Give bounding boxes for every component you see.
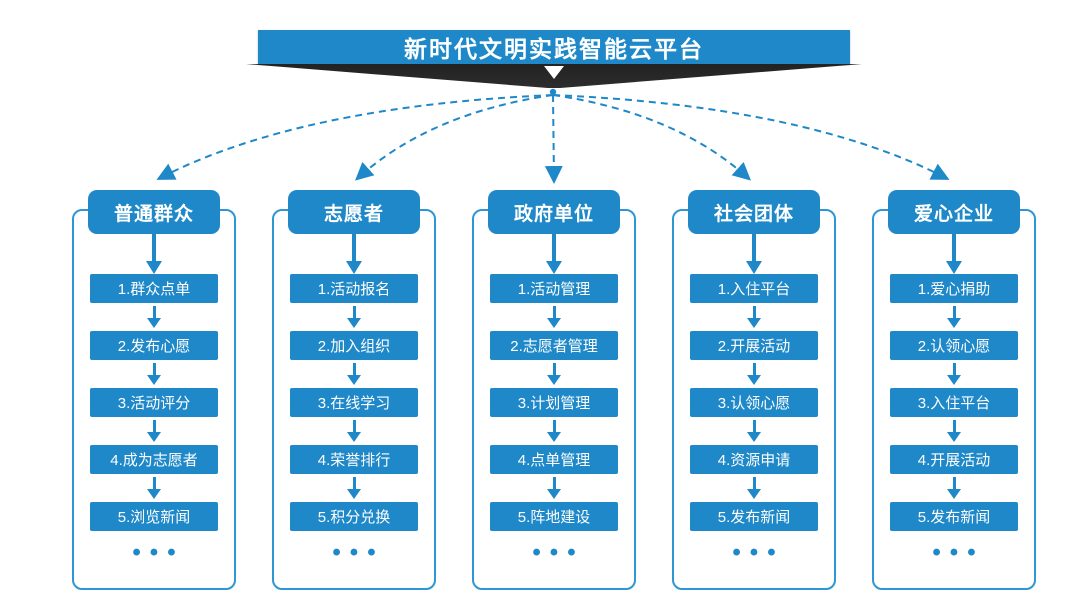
step-box: 4.开展活动 — [890, 445, 1018, 474]
step-box: 5.阵地建设 — [490, 502, 618, 531]
role-header: 普通群众 — [88, 190, 220, 234]
step-flow: 1.群众点单 2.发布心愿 3.活动评分 4.成为志愿者 5.浏览新闻 ••• — [74, 211, 234, 565]
step-box: 1.入住平台 — [690, 274, 818, 303]
step-box: 4.点单管理 — [490, 445, 618, 474]
role-header: 爱心企业 — [888, 190, 1020, 234]
platform-title-banner: 新时代文明实践智能云平台 — [258, 30, 850, 64]
arrow-down-icon — [946, 234, 962, 274]
step-box: 3.活动评分 — [90, 388, 218, 417]
role-column-social-group: 社会团体 1.入住平台 2.开展活动 3.认领心愿 4.资源申请 5.发布新闻 … — [672, 190, 836, 590]
step-box: 5.积分兑换 — [290, 502, 418, 531]
down-arrow-icon — [544, 66, 564, 79]
arrow-down-icon — [147, 477, 161, 499]
step-box: 1.群众点单 — [90, 274, 218, 303]
arrow-down-icon — [147, 363, 161, 385]
step-box: 3.计划管理 — [490, 388, 618, 417]
ellipsis-dots: ••• — [132, 539, 185, 566]
arrow-down-icon — [747, 477, 761, 499]
arrow-down-icon — [947, 363, 961, 385]
arrow-down-icon — [147, 420, 161, 442]
arrow-down-icon — [347, 477, 361, 499]
arrow-down-icon — [547, 306, 561, 328]
arrow-down-icon — [547, 477, 561, 499]
connector-curve — [156, 94, 554, 180]
role-column-general-public: 普通群众 1.群众点单 2.发布心愿 3.活动评分 4.成为志愿者 5.浏览新闻… — [72, 190, 236, 590]
ellipsis-dots: ••• — [932, 539, 985, 566]
role-column-caring-enterprise: 爱心企业 1.爱心捐助 2.认领心愿 3.入住平台 4.开展活动 5.发布新闻 … — [872, 190, 1036, 590]
arrow-down-icon — [347, 306, 361, 328]
arrow-down-icon — [947, 420, 961, 442]
step-box: 4.成为志愿者 — [90, 445, 218, 474]
connector-curve — [544, 94, 563, 184]
step-box: 1.活动报名 — [290, 274, 418, 303]
step-box: 4.资源申请 — [690, 445, 818, 474]
arrow-down-icon — [347, 363, 361, 385]
step-box: 2.发布心愿 — [90, 331, 218, 360]
ellipsis-dots: ••• — [532, 539, 585, 566]
step-box: 5.发布新闻 — [690, 502, 818, 531]
connector-curve — [355, 94, 554, 181]
role-column-government: 政府单位 1.活动管理 2.志愿者管理 3.计划管理 4.点单管理 5.阵地建设… — [472, 190, 636, 590]
arrow-down-icon — [147, 306, 161, 328]
step-flow: 1.入住平台 2.开展活动 3.认领心愿 4.资源申请 5.发布新闻 ••• — [674, 211, 834, 565]
step-box: 3.认领心愿 — [690, 388, 818, 417]
step-box: 1.爱心捐助 — [890, 274, 1018, 303]
arrow-down-icon — [146, 234, 162, 274]
arrow-down-icon — [346, 234, 362, 274]
connector-origin-dot — [549, 88, 557, 96]
arrow-down-icon — [547, 363, 561, 385]
connector-curve — [552, 94, 950, 180]
role-columns: 普通群众 1.群众点单 2.发布心愿 3.活动评分 4.成为志愿者 5.浏览新闻… — [72, 190, 1036, 590]
connector-curve — [552, 94, 751, 181]
role-column-volunteer: 志愿者 1.活动报名 2.加入组织 3.在线学习 4.荣誉排行 5.积分兑换 •… — [272, 190, 436, 590]
arrow-down-icon — [547, 420, 561, 442]
step-box: 2.志愿者管理 — [490, 331, 618, 360]
role-header: 志愿者 — [288, 190, 420, 234]
arrow-down-icon — [947, 477, 961, 499]
ellipsis-dots: ••• — [332, 539, 385, 566]
step-box: 1.活动管理 — [490, 274, 618, 303]
step-box: 3.入住平台 — [890, 388, 1018, 417]
connector-curves — [156, 88, 950, 184]
step-flow: 1.爱心捐助 2.认领心愿 3.入住平台 4.开展活动 5.发布新闻 ••• — [874, 211, 1034, 565]
arrow-down-icon — [746, 234, 762, 274]
arrow-down-icon — [747, 306, 761, 328]
role-header: 政府单位 — [488, 190, 620, 234]
platform-title: 新时代文明实践智能云平台 — [404, 36, 704, 62]
arrow-down-icon — [546, 234, 562, 274]
ellipsis-dots: ••• — [732, 539, 785, 566]
step-box: 2.认领心愿 — [890, 331, 1018, 360]
arrow-down-icon — [947, 306, 961, 328]
arrow-down-icon — [747, 363, 761, 385]
step-box: 2.开展活动 — [690, 331, 818, 360]
step-flow: 1.活动报名 2.加入组织 3.在线学习 4.荣誉排行 5.积分兑换 ••• — [274, 211, 434, 565]
step-box: 2.加入组织 — [290, 331, 418, 360]
step-box: 4.荣誉排行 — [290, 445, 418, 474]
step-box: 3.在线学习 — [290, 388, 418, 417]
arrow-down-icon — [747, 420, 761, 442]
step-box: 5.发布新闻 — [890, 502, 1018, 531]
step-box: 5.浏览新闻 — [90, 502, 218, 531]
arrow-down-icon — [347, 420, 361, 442]
role-header: 社会团体 — [688, 190, 820, 234]
step-flow: 1.活动管理 2.志愿者管理 3.计划管理 4.点单管理 5.阵地建设 ••• — [474, 211, 634, 565]
